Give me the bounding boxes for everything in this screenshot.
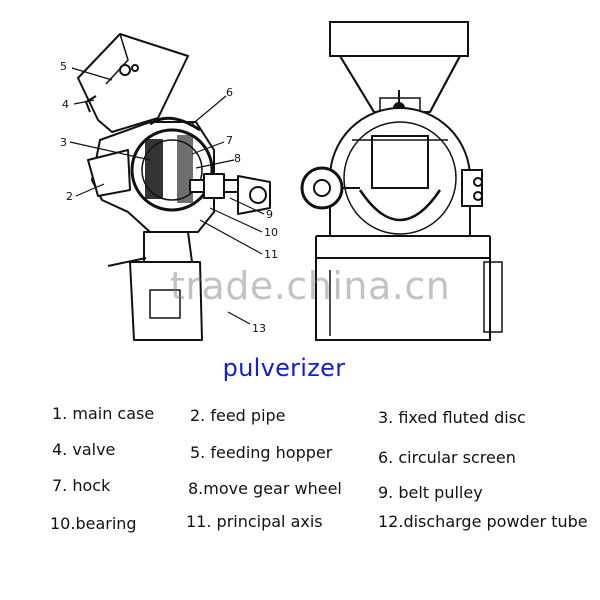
callout-10: 10 — [264, 226, 278, 239]
callout-3: 3 — [60, 136, 67, 149]
sectional-view-drawing: 5 4 3 2 6 7 8 9 10 11 13 — [60, 21, 503, 341]
legend-item-2: 2. feed pipe — [190, 406, 286, 425]
legend-item-7: 7. hock — [52, 476, 111, 495]
callout-7: 7 — [226, 134, 233, 147]
callout-8: 8 — [234, 152, 241, 165]
front-view — [300, 21, 503, 341]
callout-5: 5 — [60, 60, 67, 73]
base — [129, 261, 203, 341]
legend-item-3: 3. fixed fluted disc — [378, 408, 526, 427]
legend-item-11: 11. principal axis — [186, 512, 323, 531]
legend-item-4: 4. valve — [52, 440, 116, 459]
legend-item-5: 5. feeding hopper — [190, 443, 333, 462]
callout-4: 4 — [62, 98, 69, 111]
watermark-text: trade.china.cn — [170, 264, 451, 308]
feed-pipe — [87, 149, 131, 197]
legend-item-8: 8.move gear wheel — [188, 479, 342, 498]
callout-11: 11 — [264, 248, 278, 261]
discharge-powder-tube — [143, 231, 193, 263]
hopper-bolt — [119, 64, 131, 76]
front-inlet — [371, 135, 429, 189]
legend-item-12: 12.discharge powder tube — [378, 512, 588, 531]
legend-item-9: 9. belt pulley — [378, 483, 483, 502]
callout-9: 9 — [266, 208, 273, 221]
bearing — [203, 173, 225, 199]
callout-6: 6 — [226, 86, 233, 99]
sectional-view — [77, 33, 271, 341]
front-base — [315, 257, 491, 341]
legend-item-6: 6. circular screen — [378, 448, 516, 467]
fixed-fluted-disc — [145, 139, 163, 199]
front-belt-pulley — [300, 166, 344, 210]
legend-item-1: 1. main case — [52, 404, 155, 423]
callout-13: 13 — [252, 322, 266, 335]
legend-item-10: 10.bearing — [50, 514, 137, 533]
callout-2: 2 — [66, 190, 73, 203]
circular-screen — [130, 128, 214, 212]
figure-title: pulverizer — [222, 354, 346, 382]
